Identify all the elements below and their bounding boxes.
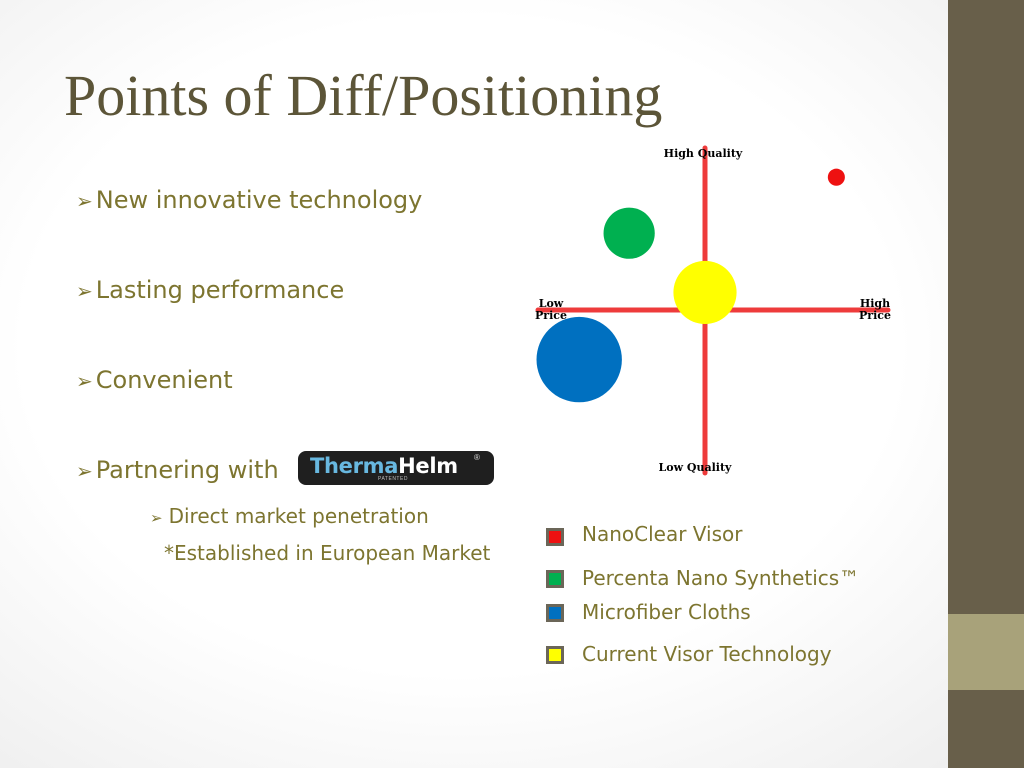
legend-swatch bbox=[546, 528, 564, 546]
arrow-bullet-icon: ➢ bbox=[150, 509, 163, 527]
axis-label-line: Price bbox=[859, 309, 891, 322]
chart-legend: NanoClear Visor Percenta Nano Synthetics… bbox=[544, 0, 944, 768]
logo-wordmark: ThermaHelm bbox=[310, 454, 458, 478]
legend-swatch bbox=[546, 604, 564, 622]
data-point-percenta-nano-synthetics bbox=[603, 207, 655, 259]
data-point-current-visor-technology bbox=[673, 260, 737, 324]
axis-label-line: High bbox=[860, 297, 890, 310]
logo-word-helm: Helm bbox=[398, 454, 458, 478]
logo-patented-text: PATENTED bbox=[378, 476, 408, 482]
bullet-item: ➢New innovative technology bbox=[76, 186, 422, 214]
data-points bbox=[536, 168, 845, 403]
arrow-bullet-icon: ➢ bbox=[76, 369, 93, 393]
data-point-nanoclear-visor bbox=[827, 168, 845, 186]
bullet-text: Lasting performance bbox=[95, 276, 345, 304]
legend-label: Percenta Nano Synthetics™ bbox=[582, 566, 860, 590]
arrow-bullet-icon: ➢ bbox=[76, 189, 93, 213]
thermahelm-logo: ThermaHelm PATENTED ® bbox=[298, 451, 494, 485]
sidebar-accent-block bbox=[948, 614, 1024, 690]
bullet-item: ➢Convenient bbox=[76, 366, 233, 394]
logo-word-therma: Therma bbox=[310, 454, 399, 478]
bullet-text: Partnering with bbox=[95, 456, 279, 484]
sub-bullet-text: Direct market penetration bbox=[168, 504, 429, 528]
axis-label-high-quality: High Quality bbox=[664, 147, 743, 160]
data-point-microfiber-cloths bbox=[536, 316, 622, 403]
legend-label: Current Visor Technology bbox=[582, 642, 832, 666]
slide-title: Points of Diff/Positioning bbox=[64, 63, 663, 128]
legend-swatch bbox=[546, 646, 564, 664]
legend-label: NanoClear Visor bbox=[582, 522, 743, 546]
axis-label-line: Price bbox=[535, 309, 567, 322]
bullet-text: New innovative technology bbox=[95, 186, 423, 214]
legend-label: Microfiber Cloths bbox=[582, 600, 751, 624]
axis-label-line: Low bbox=[539, 297, 564, 310]
market-note: *Established in European Market bbox=[164, 541, 491, 565]
bullet-item: ➢Partnering with bbox=[76, 456, 279, 484]
bullet-text: Convenient bbox=[95, 366, 233, 394]
sub-bullet-item: ➢ Direct market penetration bbox=[150, 504, 429, 528]
legend-swatch bbox=[546, 570, 564, 588]
registered-mark-icon: ® bbox=[474, 453, 480, 462]
arrow-bullet-icon: ➢ bbox=[76, 459, 93, 483]
bullet-item: ➢Lasting performance bbox=[76, 276, 344, 304]
arrow-bullet-icon: ➢ bbox=[76, 279, 93, 303]
axis-label-low-quality: Low Quality bbox=[659, 461, 733, 474]
